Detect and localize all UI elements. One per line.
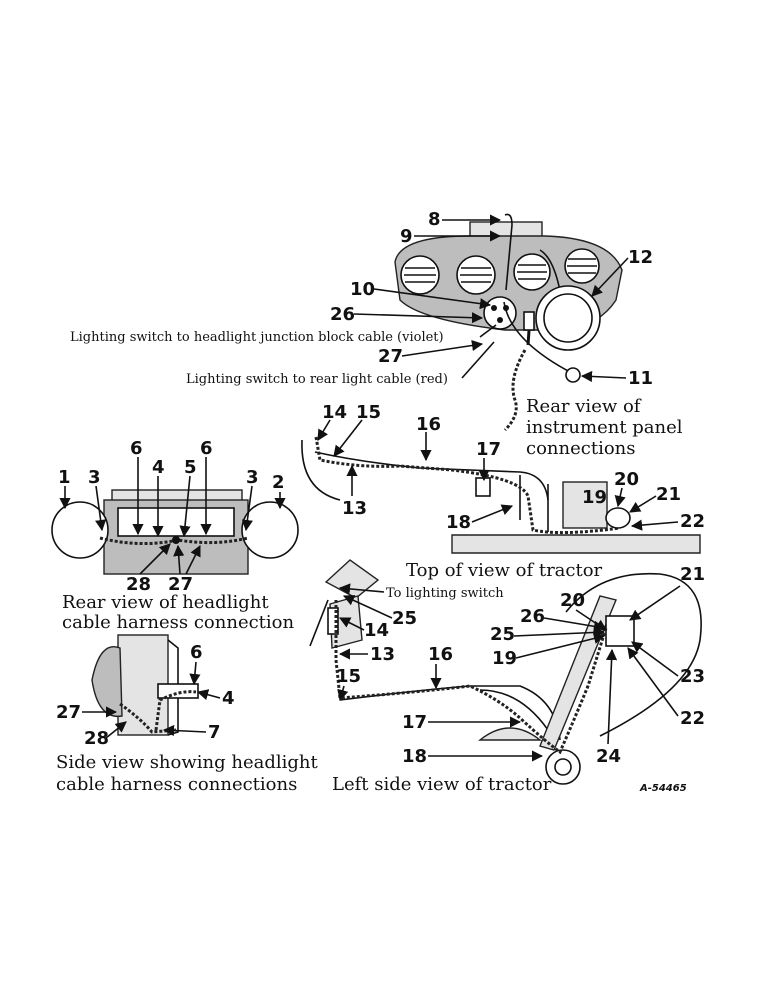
callout-9: 9: [400, 226, 413, 247]
panel-gauges: [400, 248, 600, 295]
rear-light: [605, 507, 631, 529]
callout-5: 5: [184, 457, 197, 478]
callout-20: 20: [614, 469, 639, 490]
callout-4: 4: [152, 457, 165, 478]
callout-14: 14: [322, 402, 347, 423]
callout-18-left: 18: [402, 746, 427, 767]
callout-1: 1: [58, 467, 71, 488]
callout-25-left: 25: [392, 608, 417, 629]
top-view-cable: [314, 436, 621, 535]
left-side-view-tractor: To lighting switch 25 14 13 15 16 17 18 …: [309, 559, 705, 795]
callout-28-side: 28: [84, 728, 109, 749]
callout-19: 19: [582, 487, 607, 508]
caption-instrument-panel-3: connections: [526, 438, 636, 459]
rear-hub: [545, 749, 581, 785]
callout-6-left: 6: [130, 438, 143, 459]
callout-10: 10: [350, 279, 375, 300]
caption-headlight-rear-2: cable harness connection: [62, 612, 295, 633]
callout-18: 18: [446, 512, 471, 533]
ammeter: [535, 285, 601, 351]
callout-22: 22: [680, 511, 705, 532]
rear-housing: [562, 481, 608, 529]
rear-axle-outline: [451, 534, 701, 554]
callout-20-left: 20: [560, 590, 585, 611]
caption-side-view-1: Side view showing headlight: [56, 752, 318, 773]
callout-17: 17: [476, 439, 501, 460]
caption-instrument-panel-1: Rear view of: [526, 396, 642, 417]
caption-headlight-rear-1: Rear view of headlight: [62, 592, 269, 613]
callout-6-side: 6: [190, 642, 203, 663]
callout-23: 23: [680, 666, 705, 687]
side-harness: [119, 690, 197, 734]
steering-dash: [324, 559, 380, 599]
callout-17-left: 17: [402, 712, 427, 733]
side-headlight: [91, 646, 123, 718]
callout-7: 7: [208, 722, 221, 743]
callout-16: 16: [416, 414, 441, 435]
callout-13: 13: [342, 498, 367, 519]
note-violet-cable: Lighting switch to headlight junction bl…: [70, 330, 444, 345]
panel-cable-coil: [503, 349, 527, 432]
callout-28: 28: [126, 574, 151, 595]
callout-15: 15: [356, 402, 381, 423]
callout-3-right: 3: [246, 467, 259, 488]
callout-21: 21: [656, 484, 681, 505]
right-headlight: [241, 501, 299, 559]
caption-left-side: Left side view of tractor: [332, 774, 552, 795]
callout-19-left: 19: [492, 648, 517, 669]
callout-27-side: 27: [56, 702, 81, 723]
headlight-side-view: 6 4 27 28 7 Side view showing headlight …: [56, 634, 318, 795]
callout-14-left: 14: [364, 620, 389, 641]
callout-15-left: 15: [336, 666, 361, 687]
rear-light-side: [605, 615, 635, 647]
callout-12: 12: [628, 247, 653, 268]
callout-21-left: 21: [680, 564, 705, 585]
note-red-cable: Lighting switch to rear light cable (red…: [186, 372, 448, 387]
caption-instrument-panel-2: instrument panel: [526, 417, 683, 438]
callout-3-left: 3: [88, 467, 101, 488]
figure-code: A-54465: [639, 783, 687, 794]
callout-16-left: 16: [428, 644, 453, 665]
callout-8: 8: [428, 209, 441, 230]
callout-24: 24: [596, 746, 621, 767]
instrument-panel-view: 8 9 10 26 27 12 11 Lighting switch to he…: [70, 209, 683, 459]
callout-26: 26: [330, 304, 355, 325]
callout-4-side: 4: [222, 688, 235, 709]
callout-27: 27: [378, 346, 403, 367]
callout-26-left: 26: [520, 606, 545, 627]
caption-top-view: Top of view of tractor: [406, 560, 603, 581]
left-headlight: [51, 501, 109, 559]
callout-13-left: 13: [370, 644, 395, 665]
callout-11: 11: [628, 368, 653, 389]
headlight-rear-view: 1 3 6 4 5 6 3 2 28 27 Rear view of headl…: [51, 438, 299, 633]
callout-2: 2: [272, 472, 285, 493]
lighting-switch: [483, 296, 517, 330]
top-view-tractor: 14 15 16 17 13 18 19 20 21 22 Top of vie…: [301, 402, 705, 581]
callout-25-right: 25: [490, 624, 515, 645]
note-to-lighting-switch: To lighting switch: [386, 586, 504, 601]
callout-27-rear: 27: [168, 574, 193, 595]
callout-6-right: 6: [200, 438, 213, 459]
connector-11: [565, 367, 581, 383]
caption-side-view-2: cable harness connections: [56, 774, 297, 795]
side-view-cable: [334, 600, 608, 755]
rear-fender: [565, 572, 702, 737]
callout-22-left: 22: [680, 708, 705, 729]
top-view-front-outline: [301, 439, 341, 501]
